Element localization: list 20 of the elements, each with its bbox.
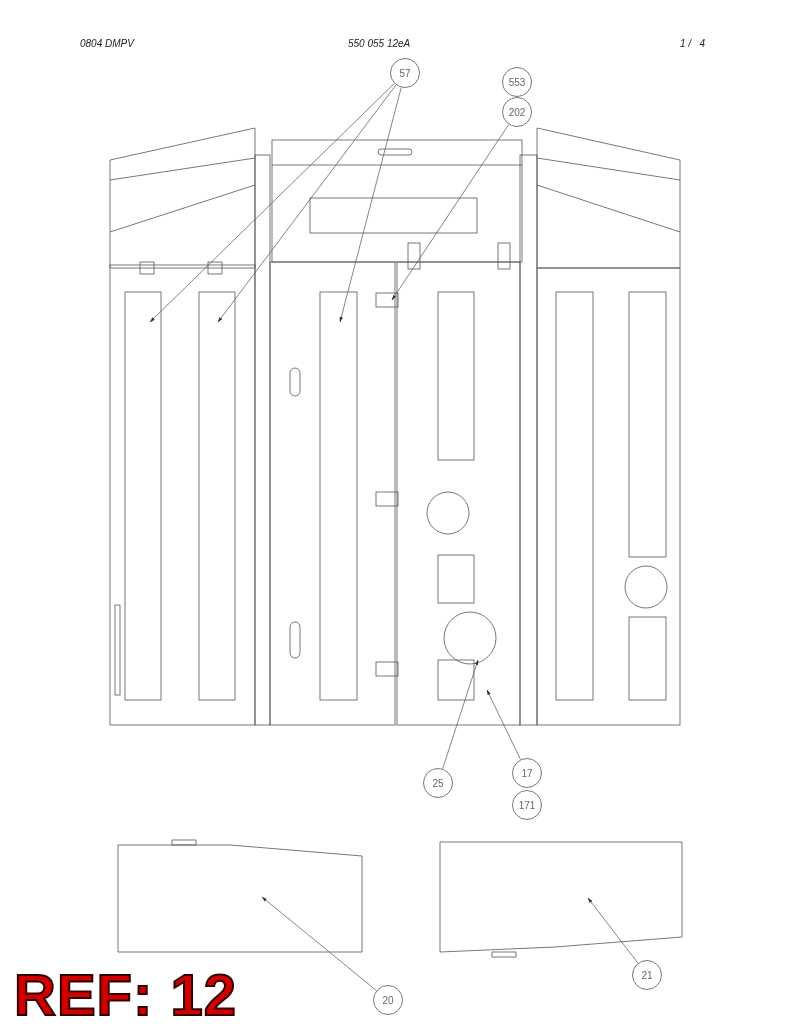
callout-bubble	[423, 768, 453, 798]
callout-number: 17	[521, 767, 533, 779]
callout-number: 25	[432, 777, 444, 789]
callout-number: 57	[399, 67, 411, 79]
callout-bubble	[512, 758, 542, 788]
callout-bubble	[632, 960, 662, 990]
callout-number: 202	[508, 106, 526, 118]
callout-bubble	[373, 985, 403, 1015]
callout-bubble	[512, 790, 542, 820]
callout-bubble	[502, 67, 532, 97]
reference-label: REF: 12	[14, 966, 237, 1024]
callout-number: 20	[382, 994, 394, 1006]
header-text: 1 / 4	[680, 38, 705, 49]
header-text: 0804 DMPV	[80, 38, 134, 49]
header-text: 550 055 12eA	[348, 38, 411, 49]
callout-bubble	[390, 58, 420, 88]
callout-bubble	[502, 97, 532, 127]
callout-number: 21	[641, 969, 653, 981]
callout-number: 171	[518, 799, 536, 811]
callout-number: 553	[508, 76, 526, 88]
